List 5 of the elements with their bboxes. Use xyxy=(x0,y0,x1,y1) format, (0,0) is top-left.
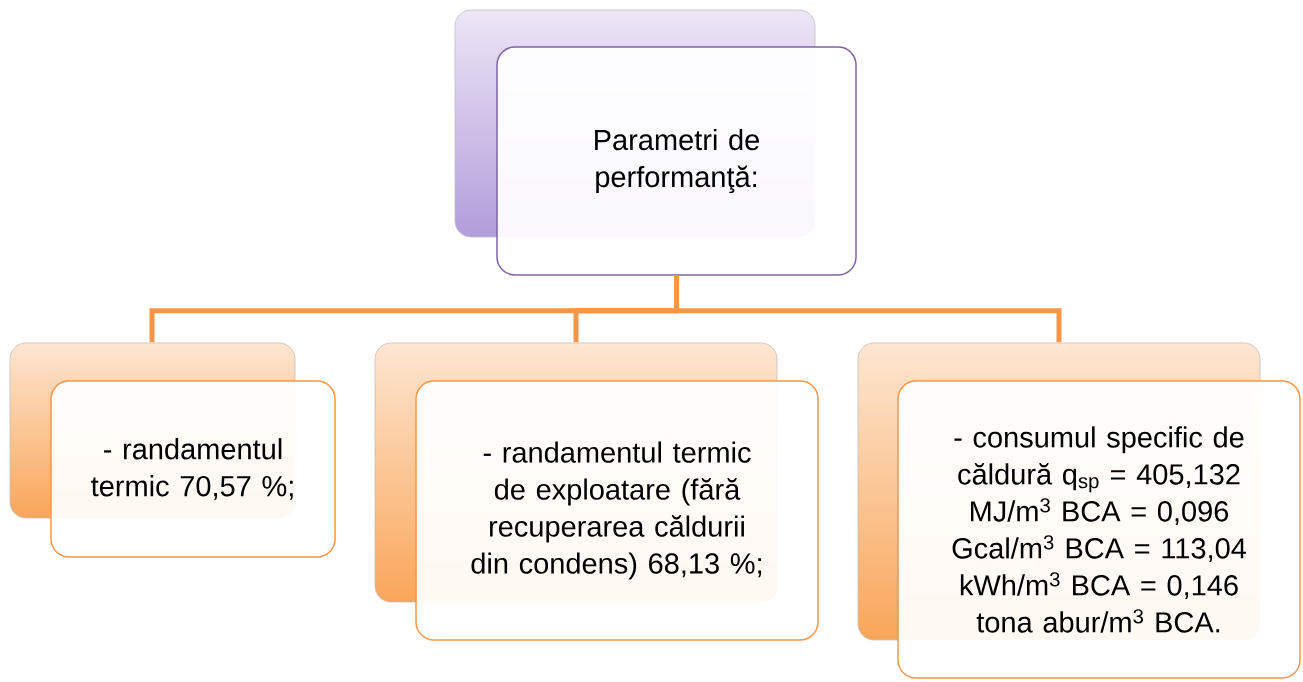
text-box: Parametri de performanţă: xyxy=(496,46,857,276)
text-box: - consumul specific de căldură q$_{sp}$ = 405,132 MJ/m$^{3}$ BCA = 0,096 Gcal/m$^{3}$ BCA = 113,04 kWh/m$^{3}$ BCA = 0,146 tona abur/m$^{3}$ BCA. xyxy=(897,380,1301,679)
text-box: - randamentul termic de exploatare (fără recuperarea căldurii din condens) 68,13 %; xyxy=(415,380,819,641)
connector-line xyxy=(674,275,1062,343)
text-box: - randamentul termic 70,57 %; xyxy=(50,380,336,558)
